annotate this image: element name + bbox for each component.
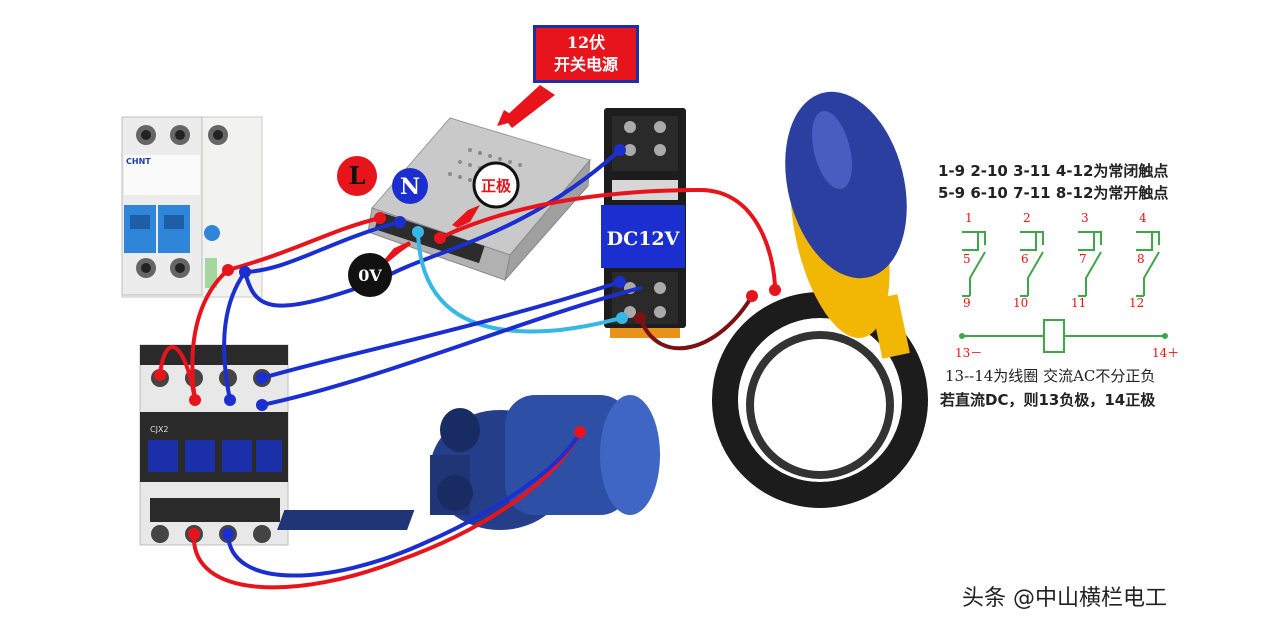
arrow-to-positive — [448, 205, 480, 232]
label-positive: 正极 — [481, 177, 512, 195]
schem-num-5: 5 — [963, 252, 971, 266]
note-open-contacts: 5-9 6-10 7-11 8-12为常开触点 — [938, 184, 1169, 202]
wire-neutral-to-contactor — [222, 270, 247, 402]
contact-group-2 — [1020, 231, 1044, 297]
wire-jumper — [158, 345, 197, 402]
water-pump — [277, 395, 660, 530]
relay-schematic — [959, 231, 1168, 353]
schem-num-12: 12 — [1129, 296, 1145, 310]
relay-coil-voltage: DC12V — [607, 228, 681, 250]
wire-pump-live — [191, 430, 582, 590]
note-coil: 13--14为线圈 交流AC不分正负 — [945, 367, 1156, 385]
wire-positive-to-float — [438, 187, 777, 292]
label-0v-circle — [348, 253, 392, 297]
label-n-circle — [392, 168, 428, 204]
label-l: L — [349, 161, 366, 190]
label-positive-circle — [472, 161, 520, 209]
schem-coil-pos: 14＋ — [1152, 346, 1180, 360]
arrow-to-0v — [383, 241, 412, 264]
schem-num-4: 4 — [1139, 211, 1147, 225]
watermark: 头条 @中山横栏电工 — [962, 586, 1167, 611]
float-switch — [712, 91, 928, 508]
schem-num-1: 1 — [965, 211, 973, 225]
wire-live-to-contactor — [190, 268, 230, 402]
note-closed-contacts: 1-9 2-10 3-11 4-12为常闭触点 — [938, 162, 1169, 180]
arrows — [383, 85, 555, 264]
coil-symbol — [1043, 319, 1065, 353]
wire-contactor-no-b — [260, 286, 642, 407]
breaker-brand: CHNT — [126, 157, 151, 166]
label-0v: 0V — [358, 266, 382, 285]
schem-num-3: 3 — [1081, 211, 1089, 225]
label-l-circle — [337, 156, 377, 196]
contact-group-4 — [1136, 231, 1160, 297]
schem-num-6: 6 — [1021, 252, 1029, 266]
wire-contactor-no-a — [260, 280, 622, 380]
relay-socket: DC12V — [601, 108, 686, 338]
schem-num-8: 8 — [1137, 252, 1145, 266]
schem-num-7: 7 — [1079, 252, 1087, 266]
schem-num-9: 9 — [963, 296, 971, 310]
wire-pump-neutral — [226, 430, 582, 578]
note-dc-polarity: 若直流DC，则13负极，14正极 — [940, 391, 1156, 409]
terminal-dots — [154, 144, 781, 540]
schem-num-2: 2 — [1023, 211, 1031, 225]
wire-live-to-psu — [226, 216, 382, 272]
schem-num-11: 11 — [1071, 296, 1087, 310]
power-supply-callout: 12伏 开关电源 — [533, 25, 639, 83]
wire-relay-to-float — [638, 294, 754, 351]
contactor-model: CJX2 — [150, 425, 169, 434]
callout-line-2: 开关电源 — [553, 55, 618, 74]
contact-group-3 — [1078, 231, 1102, 297]
contact-group-1 — [962, 231, 986, 297]
wire-neutral-to-psu — [243, 220, 402, 274]
schem-num-10: 10 — [1013, 296, 1029, 310]
callout-line-1: 12伏 — [566, 33, 606, 52]
label-n: N — [400, 174, 420, 200]
arrow-to-psu-head — [497, 110, 520, 126]
circuit-breaker: CHNT — [121, 116, 263, 298]
arrow-to-psu — [504, 85, 555, 128]
schem-coil-neg: 13－ — [955, 346, 983, 360]
